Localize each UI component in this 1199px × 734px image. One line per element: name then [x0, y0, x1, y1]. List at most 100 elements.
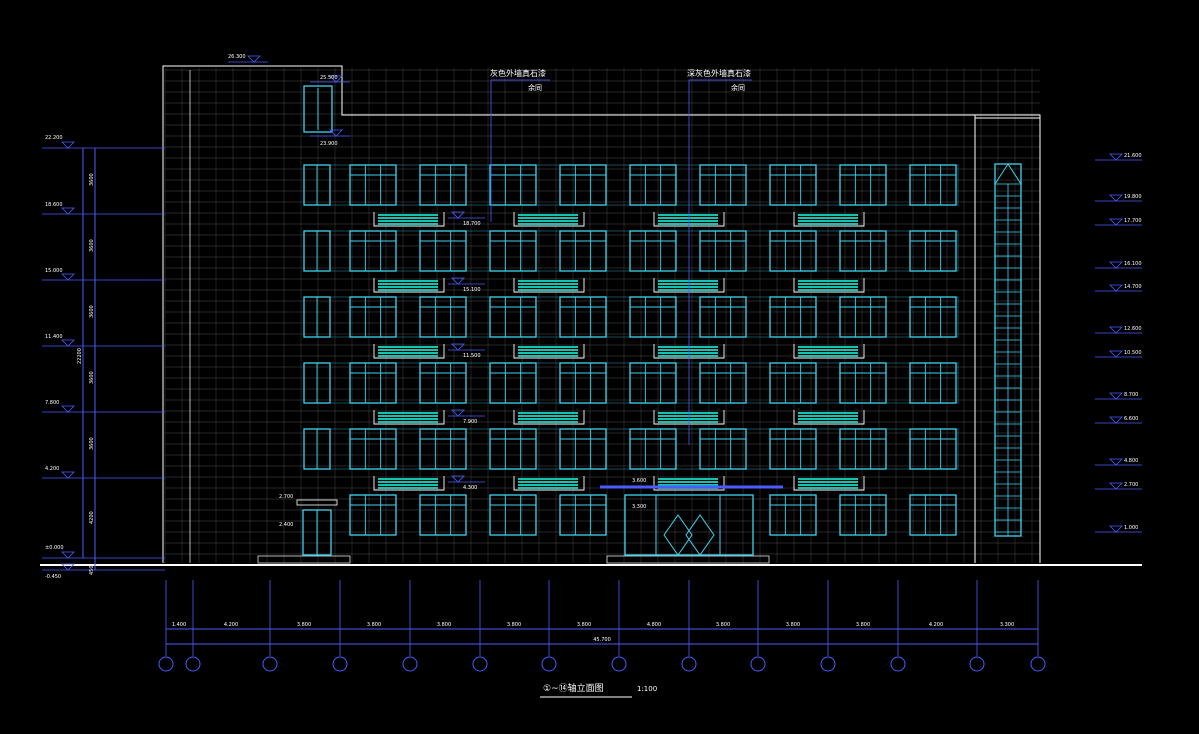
balcony-rail	[373, 344, 445, 359]
level-triangle	[1109, 458, 1123, 466]
ground-window	[419, 494, 467, 536]
level-triangle	[1109, 194, 1123, 202]
balcony	[373, 344, 445, 359]
stair-tower-outline	[975, 114, 1041, 563]
axis-bubble	[611, 656, 627, 672]
stair-low-marker: 23.900	[320, 141, 338, 147]
building-outline	[40, 65, 1142, 566]
level-triangle	[61, 563, 75, 571]
window-unit	[559, 230, 607, 272]
window-frame	[629, 296, 677, 338]
axis-bubble	[890, 656, 906, 672]
window-unit	[699, 164, 747, 206]
entrance-doors	[296, 485, 783, 556]
right-level-8: 8.700	[1124, 392, 1138, 398]
balcony	[373, 212, 445, 227]
balcony-rail	[373, 212, 445, 227]
balcony-set	[373, 212, 865, 491]
ground-window	[839, 494, 887, 536]
window-frame	[769, 428, 817, 470]
level-triangle	[451, 343, 465, 351]
window-unit	[489, 296, 537, 338]
window-unit	[909, 296, 957, 338]
balcony-rail	[513, 476, 585, 491]
left-dim-2: 3600	[89, 239, 95, 252]
balcony	[653, 344, 725, 359]
window-unit	[629, 230, 677, 272]
level-triangle	[247, 55, 261, 63]
right-level-3: 17.700	[1124, 218, 1142, 224]
axis-bubble	[820, 656, 836, 672]
window-frame	[909, 428, 957, 470]
mid-level-7: 3.300	[632, 504, 646, 510]
level-triangle	[61, 207, 75, 215]
window-unit	[559, 362, 607, 404]
window-frame	[839, 296, 887, 338]
window-unit	[699, 296, 747, 338]
mid-level-1: 18.700	[463, 221, 481, 227]
window-unit	[769, 296, 817, 338]
level-triangle	[61, 141, 75, 149]
left-dim-5: 3600	[89, 437, 95, 450]
right-level-6: 12.600	[1124, 326, 1142, 332]
balcony-rail	[373, 278, 445, 293]
window-frame	[419, 164, 467, 206]
window-frame	[769, 362, 817, 404]
window-unit	[559, 428, 607, 470]
window-frame	[489, 494, 537, 536]
left-dim-6: 4200	[89, 511, 95, 524]
balcony-rail	[653, 476, 725, 491]
bottom-dim-4: 3.800	[367, 622, 381, 628]
bottom-dim-7: 3.800	[577, 622, 591, 628]
window-unit	[629, 296, 677, 338]
level-triangle	[1109, 326, 1123, 334]
balcony-rail	[793, 278, 865, 293]
level-triangle	[61, 471, 75, 479]
window-frame	[839, 230, 887, 272]
note-leader-1	[490, 79, 550, 222]
balcony	[793, 212, 865, 227]
window-unit	[699, 428, 747, 470]
window-unit	[769, 164, 817, 206]
bottom-dim-3: 3.800	[297, 622, 311, 628]
mid-level-2: 15.100	[463, 287, 481, 293]
window-frame	[629, 362, 677, 404]
axis-bubble	[1030, 656, 1046, 672]
window-frame	[489, 230, 537, 272]
window-frame	[629, 164, 677, 206]
entrance-diamond	[663, 514, 715, 556]
window-frame	[839, 362, 887, 404]
window-unit	[909, 362, 957, 404]
window-unit	[559, 296, 607, 338]
left-level-4: 11.400	[45, 334, 63, 340]
window-unit	[419, 296, 467, 338]
level-triangle	[1109, 482, 1123, 490]
facade-outline	[162, 65, 976, 563]
window-unit	[419, 164, 467, 206]
window-frame	[489, 296, 537, 338]
level-triangle	[329, 75, 343, 83]
window-frame	[349, 362, 397, 404]
left-level-1: 22.200	[45, 135, 63, 141]
entry-steps-main	[606, 555, 770, 564]
window-unit	[769, 230, 817, 272]
mid-level-4: 7.900	[463, 419, 477, 425]
bottom-dim-5: 3.800	[437, 622, 451, 628]
bottom-dim-13: 3.300	[1000, 622, 1014, 628]
window-unit	[349, 230, 397, 272]
top-marker: 26.300	[228, 54, 246, 60]
window-unit	[349, 164, 397, 206]
window-frame	[349, 164, 397, 206]
level-triangle	[329, 129, 343, 137]
level-triangle	[61, 339, 75, 347]
left-dim-3: 3600	[89, 305, 95, 318]
window-unit	[489, 362, 537, 404]
window-frame	[419, 494, 467, 536]
window-unit	[489, 428, 537, 470]
balcony-rail	[513, 278, 585, 293]
window-frame	[909, 164, 957, 206]
note-1-text: 灰色外墙真石漆	[490, 68, 546, 78]
drawing-scale: 1:100	[637, 685, 657, 693]
right-level-2: 19.800	[1124, 194, 1142, 200]
bottom-dim-10: 3.800	[786, 622, 800, 628]
